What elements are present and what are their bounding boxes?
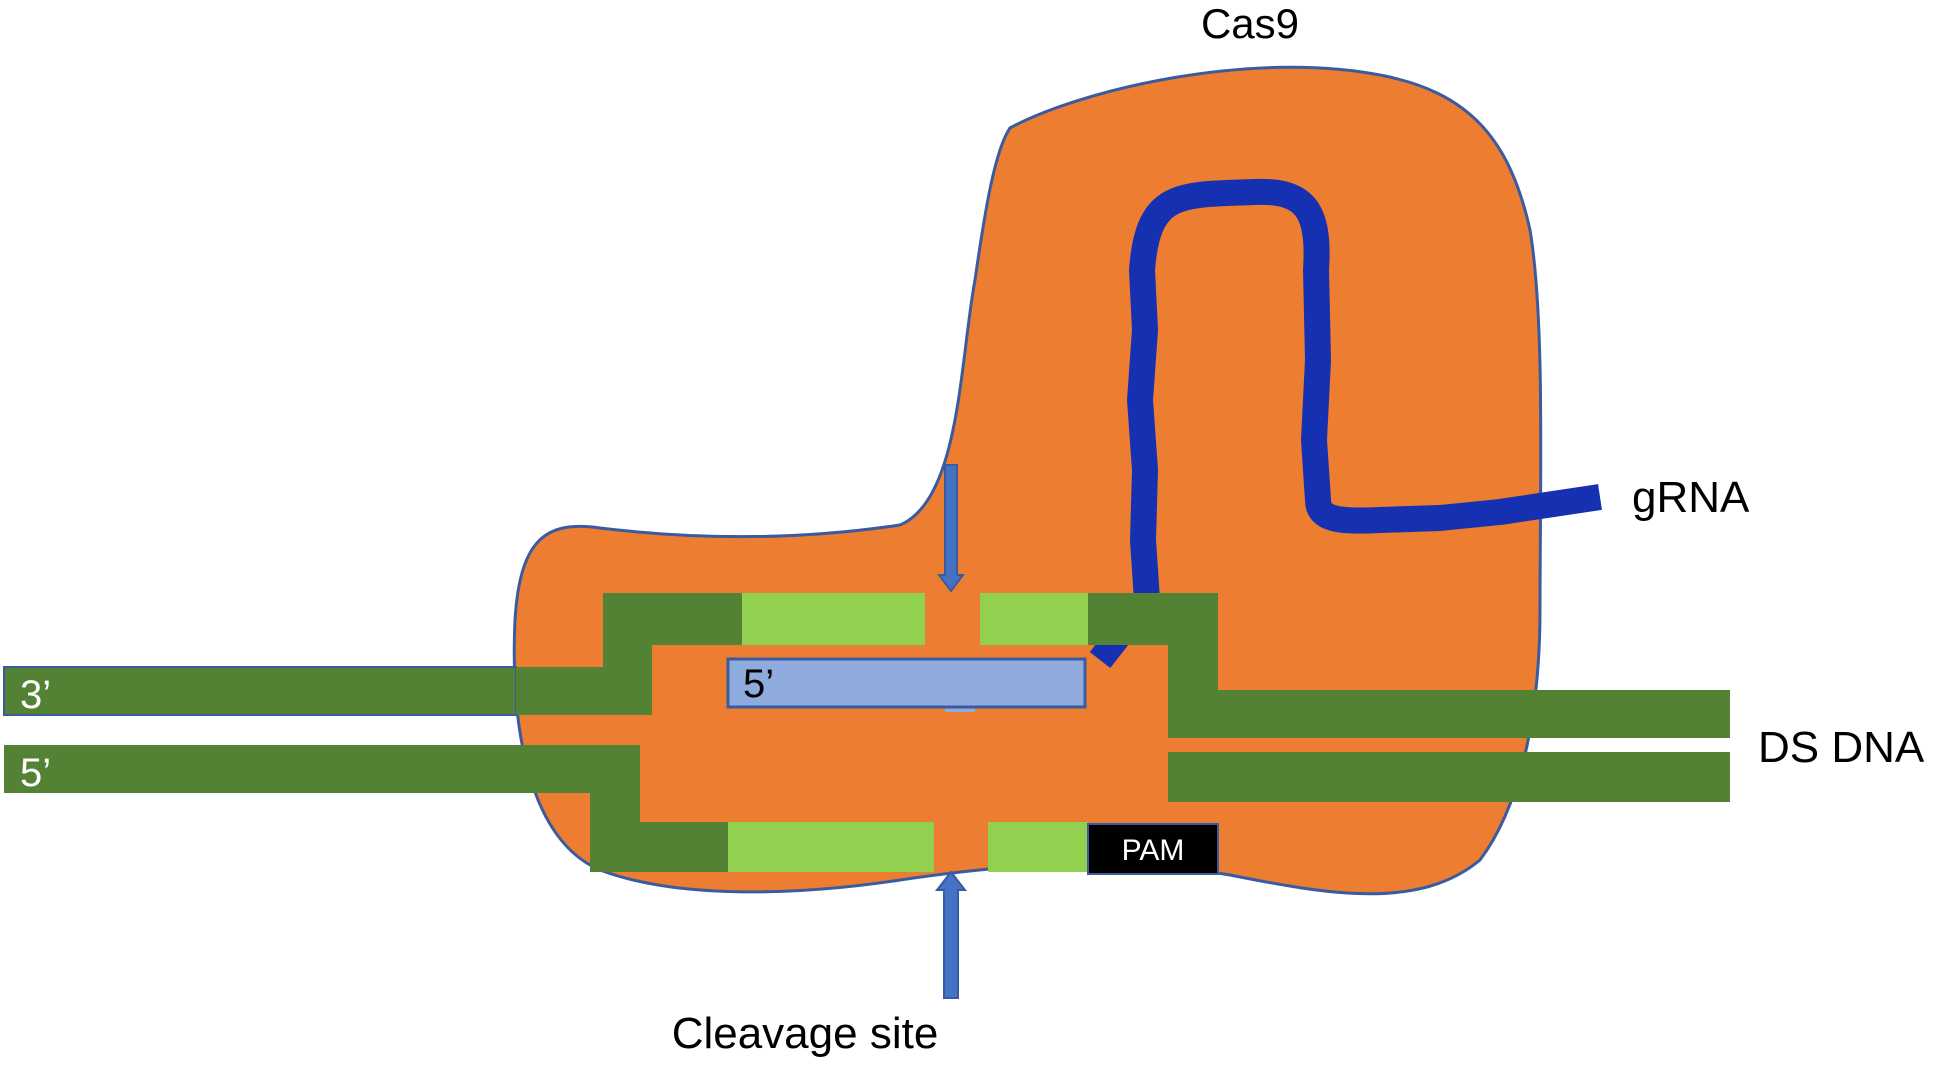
- top-cleavage-arrow: [937, 464, 965, 593]
- ds-dna-label: DS DNA: [1758, 723, 1925, 772]
- cas9-label: Cas9: [1201, 0, 1299, 47]
- pam-box: [1087, 823, 1219, 875]
- bottom-strand-5prime-label: 5’: [20, 751, 51, 795]
- bottom-strand-bend-left: [505, 745, 728, 872]
- bottom-strand-left-segment: [4, 745, 509, 793]
- top-strand-target-left: [742, 593, 925, 645]
- top-strand-3prime-label: 3’: [20, 673, 51, 717]
- grna-5prime-label: 5’: [743, 662, 774, 706]
- bottom-cleavage-arrow: [934, 870, 968, 999]
- grna-spacer-box: [726, 657, 1087, 709]
- bottom-strand-target-left: [728, 822, 934, 872]
- bottom-strand-right-segment: [1168, 752, 1730, 802]
- bottom-strand-target-right: [988, 822, 1088, 872]
- top-strand-bend-left: [516, 593, 742, 715]
- cleavage-site-label: Cleavage site: [672, 1009, 939, 1058]
- pam-label: PAM: [1122, 834, 1185, 867]
- grna-strand: [1089, 178, 1602, 669]
- top-strand-bend-right: [1088, 593, 1730, 738]
- grna-label: gRNA: [1632, 473, 1750, 522]
- top-strand-target-right: [980, 593, 1088, 645]
- top-strand-left-segment: [3, 666, 517, 716]
